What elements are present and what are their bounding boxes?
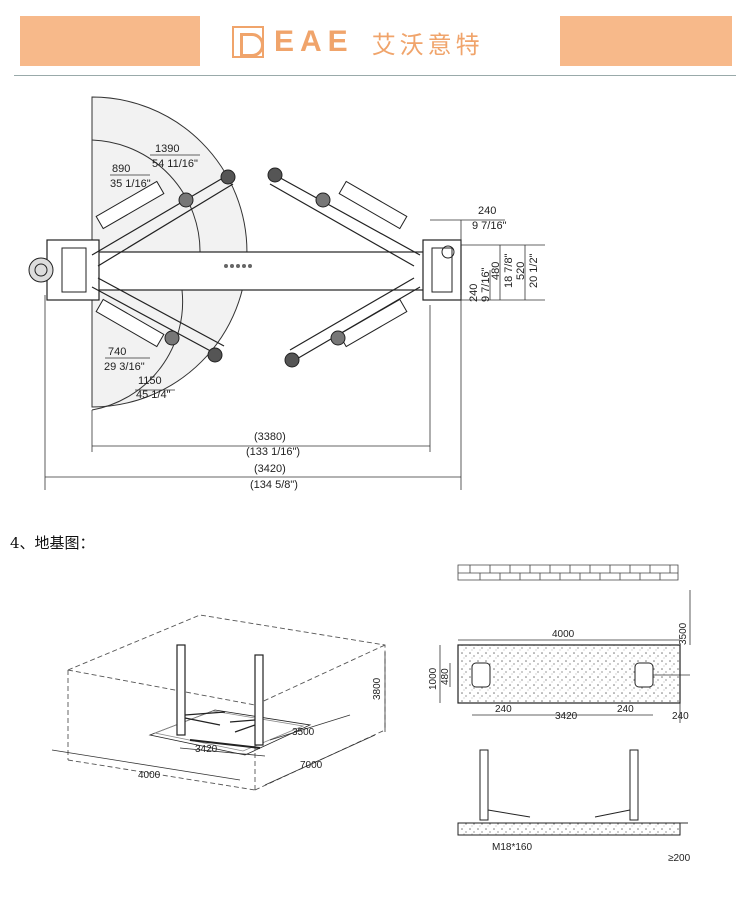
depth-label: ≥200 — [668, 853, 691, 864]
swing-arc-890 — [91, 139, 201, 256]
plan-dim-1000: 1000 — [428, 667, 439, 690]
header-divider — [14, 75, 736, 76]
iso-dim-4000: 4000 — [138, 770, 161, 781]
section-title: 4、地基图： — [10, 534, 95, 552]
dim-1150: 1150 — [138, 375, 162, 387]
dim-3420-in: (134 5/8") — [250, 479, 298, 491]
foundation-plan-diagram: 4000 3500 1000 480 240 3420 240 240 M18*… — [428, 564, 691, 864]
base-beam — [94, 251, 426, 291]
dim-890: 890 — [112, 163, 130, 175]
arm-right-upper — [267, 167, 421, 267]
dim-480-in: 18 7/8" — [503, 253, 515, 288]
anchor-zone-right — [634, 662, 654, 688]
brand-cn: 艾沃意特 — [371, 30, 484, 59]
right-column — [422, 239, 462, 301]
anchor-zone-left — [471, 662, 491, 688]
iso-dim-3500: 3500 — [292, 727, 315, 738]
left-column — [46, 239, 100, 301]
dim-240-side: 240 — [468, 284, 480, 302]
iso-lift — [176, 644, 264, 749]
brand-logo: EAE 艾沃意特 — [232, 22, 484, 62]
dim-520: 520 — [515, 262, 527, 280]
plan-dim-4000: 4000 — [552, 629, 575, 640]
arm-left-upper — [91, 169, 236, 267]
motor-icon — [28, 257, 54, 283]
dim-480: 480 — [490, 262, 502, 280]
iso-dim-3800: 3800 — [372, 677, 383, 700]
arm-left-lower — [91, 277, 225, 363]
plan-dim-240-c: 240 — [672, 711, 689, 722]
header-band-left — [20, 16, 200, 66]
control-dots — [224, 264, 252, 268]
brick-row — [457, 564, 679, 581]
foundation-isometric-diagram: 3800 3420 3500 4000 7000 — [51, 614, 386, 791]
swing-arc-1150 — [91, 289, 184, 411]
brand-latin: EAE — [274, 25, 354, 58]
dim-240-top-in: 9 7/16" — [472, 220, 507, 232]
dimension-lines — [44, 154, 545, 490]
logo-mark-icon — [232, 26, 264, 58]
lift-top-view-diagram: 1390 54 11/16" 890 35 1/16" 740 29 3/16"… — [28, 96, 545, 491]
iso-dim-3420: 3420 — [195, 744, 218, 755]
plan-dim-480: 480 — [440, 668, 451, 685]
header-band-right — [560, 16, 732, 66]
dim-3380-in: (133 1/16") — [246, 446, 300, 458]
plan-dim-240-a: 240 — [495, 704, 512, 715]
plan-dim-3500: 3500 — [678, 622, 689, 645]
dim-3420: (3420) — [254, 463, 286, 475]
dim-1150-in: 45 1/4" — [136, 389, 171, 401]
foundation-section-view — [457, 749, 688, 836]
dim-890-in: 35 1/16" — [110, 178, 151, 190]
dim-740: 740 — [108, 346, 126, 358]
dim-520-in: 20 1/2" — [528, 253, 540, 288]
plan-dim-3420: 3420 — [555, 711, 578, 722]
iso-dim-7000: 7000 — [300, 760, 323, 771]
dim-1390: 1390 — [155, 143, 179, 155]
dim-240-side-in: 9 7/16" — [480, 267, 492, 302]
dim-740-in: 29 3/16" — [104, 361, 145, 373]
plan-dim-240-b: 240 — [617, 704, 634, 715]
dim-3380: (3380) — [254, 431, 286, 443]
bolt-label: M18*160 — [492, 842, 532, 853]
arm-right-lower — [284, 277, 421, 368]
dim-1390-in: 54 11/16" — [152, 158, 198, 170]
dim-240-top: 240 — [478, 205, 496, 217]
